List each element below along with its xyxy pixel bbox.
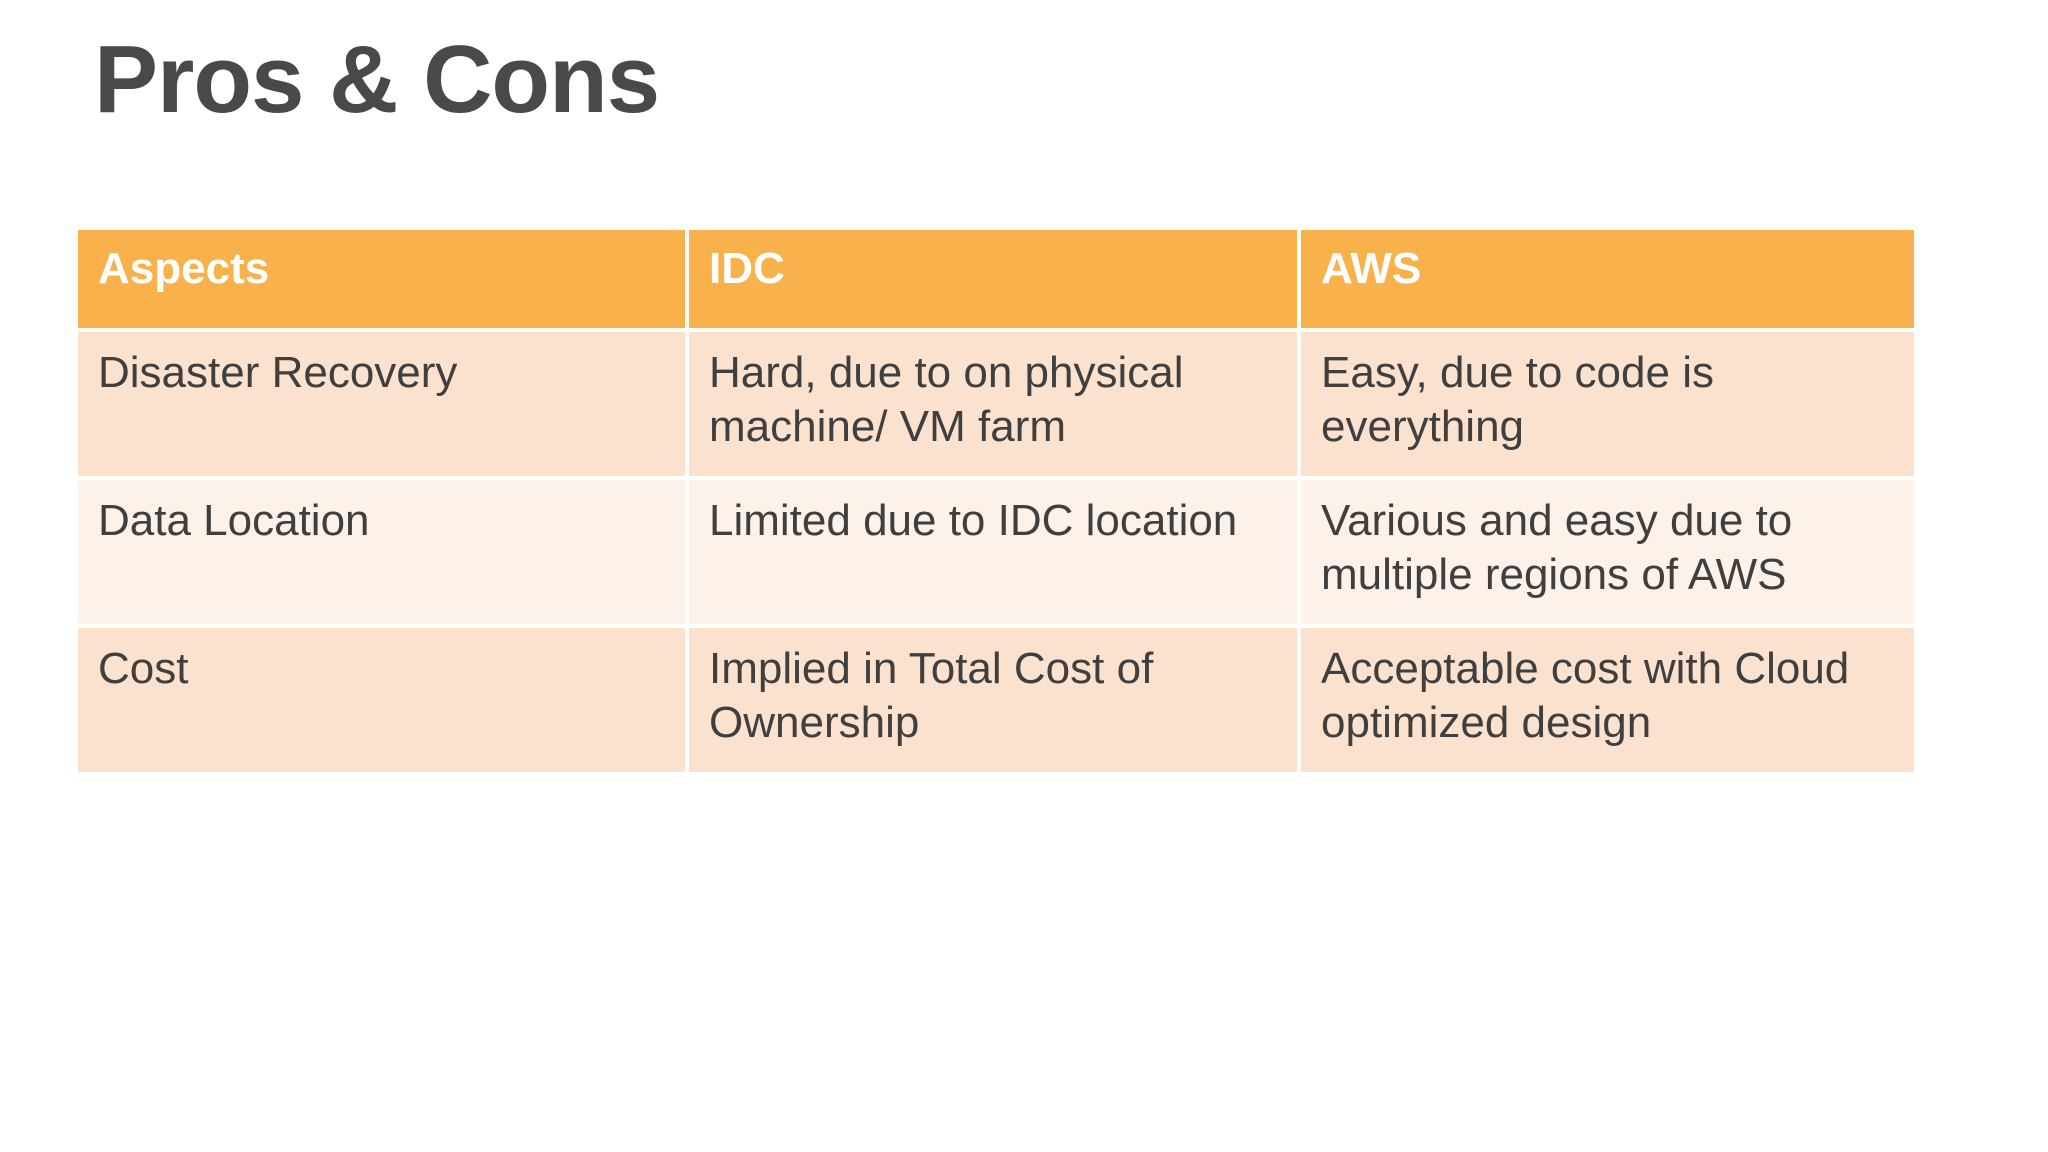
cell-aspect: Disaster Recovery [78, 332, 689, 480]
cell-idc: Hard, due to on physical machine/ VM far… [689, 332, 1301, 480]
page-title: Pros & Cons [94, 26, 660, 133]
table-row: Data Location Limited due to IDC locatio… [78, 480, 1914, 628]
column-header-idc[interactable]: IDC [689, 230, 1301, 332]
cell-text: Implied in Total Cost of Ownership [709, 644, 1154, 747]
cell-text: Data Location [98, 496, 370, 545]
column-header-aspects[interactable]: Aspects [78, 230, 689, 332]
table-row: Cost Implied in Total Cost of Ownership … [78, 628, 1914, 772]
cell-aws: Easy, due to code is everything [1301, 332, 1914, 480]
table-row: Disaster Recovery Hard, due to on physic… [78, 332, 1914, 480]
cell-text: Various and easy due to multiple regions… [1321, 496, 1793, 599]
cell-text: Limited due to IDC location [709, 496, 1238, 545]
cell-aws: Various and easy due to multiple regions… [1301, 480, 1914, 628]
cell-aws: Acceptable cost with Cloud optimized des… [1301, 628, 1914, 772]
comparison-table: Aspects IDC AWS Disaster Recovery Hard, … [78, 230, 1914, 772]
cell-text: Acceptable cost with Cloud optimized des… [1321, 644, 1850, 747]
table-body: Disaster Recovery Hard, due to on physic… [78, 332, 1914, 772]
table-header: Aspects IDC AWS [78, 230, 1914, 332]
cell-idc: Limited due to IDC location [689, 480, 1301, 628]
cell-text: Disaster Recovery [98, 348, 458, 397]
cell-text: Easy, due to code is everything [1321, 348, 1714, 451]
column-header-aws[interactable]: AWS [1301, 230, 1914, 332]
comparison-table-container: Aspects IDC AWS Disaster Recovery Hard, … [78, 230, 1914, 772]
cell-aspect: Data Location [78, 480, 689, 628]
cell-idc: Implied in Total Cost of Ownership [689, 628, 1301, 772]
cell-text: Cost [98, 644, 189, 693]
cell-text: Hard, due to on physical machine/ VM far… [709, 348, 1184, 451]
table-header-row: Aspects IDC AWS [78, 230, 1914, 332]
cell-aspect: Cost [78, 628, 689, 772]
